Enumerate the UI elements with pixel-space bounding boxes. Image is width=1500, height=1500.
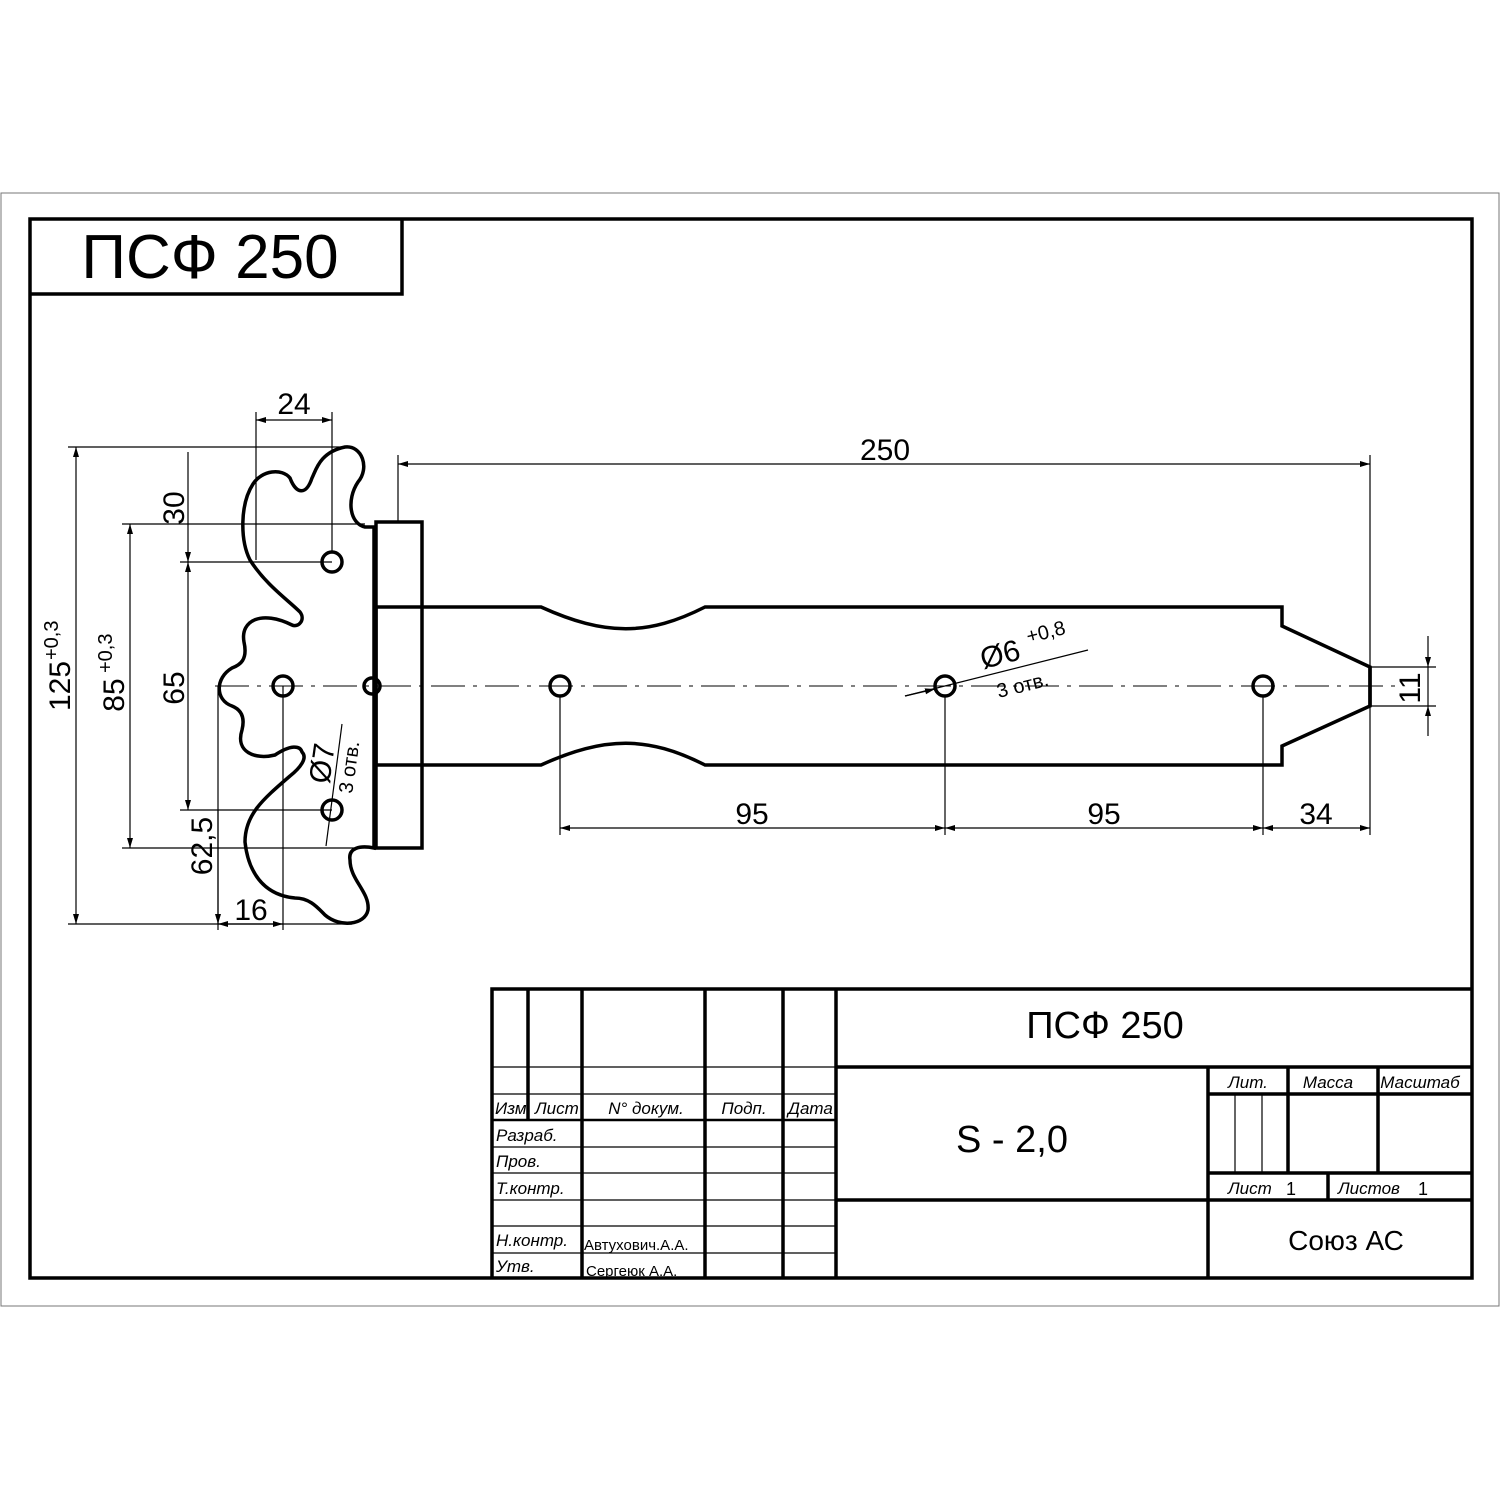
stamp-designation: ПСФ 250 xyxy=(1026,1005,1184,1047)
dim-65: 65 xyxy=(158,671,191,704)
dim-34: 34 xyxy=(1299,798,1332,831)
stamp-role-nkontr: Н.контр. xyxy=(496,1231,568,1250)
stamp-organization: Союз АС xyxy=(1288,1225,1404,1256)
stamp-material: S - 2,0 xyxy=(956,1119,1068,1161)
hinge-knuckle xyxy=(374,520,424,850)
stamp-name-nkontr: Автухович.А.А. xyxy=(584,1237,689,1254)
dim-30: 30 xyxy=(158,491,191,524)
stamp-header-doc: N° докум. xyxy=(608,1099,684,1118)
stamp-header-sign: Подп. xyxy=(721,1099,766,1118)
dim-11: 11 xyxy=(1394,672,1427,703)
title-block: Изм Лист N° докум. Подп. Дата Разраб. Пр… xyxy=(490,987,1472,1280)
stamp-masshtab-label: Масштаб xyxy=(1380,1073,1461,1092)
hole-d6-count: 3 отв. xyxy=(995,669,1051,703)
stamp-lit-label: Лит. xyxy=(1227,1073,1268,1092)
sheet-trim-border xyxy=(0,192,1500,1307)
stamp-role-utv: Утв. xyxy=(495,1257,535,1276)
stamp-role-prov: Пров. xyxy=(496,1152,541,1171)
dimensions: 24 250 125 +0,3 85 +0,3 30 65 xyxy=(41,388,1436,930)
hole-d7-label: Ø7 xyxy=(303,741,341,785)
stamp-header-izm: Изм xyxy=(495,1099,527,1118)
stamp-sheets-value: 1 xyxy=(1418,1179,1428,1199)
flower-head-outline xyxy=(217,445,376,925)
title-box-text: ПСФ 250 xyxy=(81,223,338,292)
stamp-sheet-label: Лист xyxy=(1227,1179,1272,1198)
hole-d6-tol: +0,8 xyxy=(1024,617,1068,648)
dim-95-a: 95 xyxy=(735,798,768,831)
dim-250: 250 xyxy=(860,434,910,467)
dim-24: 24 xyxy=(277,388,310,421)
stamp-header-date: Дата xyxy=(786,1099,833,1118)
dim-125: 125 xyxy=(44,661,77,711)
stamp-header-list: Лист xyxy=(534,1099,579,1118)
stamp-name-utv: Сергеюк А.А. xyxy=(586,1263,677,1280)
stamp-role-tkontr: Т.контр. xyxy=(496,1179,565,1198)
part-outline xyxy=(215,445,1395,925)
drawing-frame xyxy=(28,217,1474,1280)
stamp-role-razrab: Разраб. xyxy=(496,1126,558,1145)
stamp-sheets-label: Листов xyxy=(1337,1179,1400,1198)
hole-d6-label: Ø6 xyxy=(977,634,1024,676)
dim-95-b: 95 xyxy=(1087,798,1120,831)
dim-125-tol: +0,3 xyxy=(41,621,63,660)
title-box xyxy=(30,219,404,296)
dim-85-tol: +0,3 xyxy=(95,634,117,673)
hole-knuckle xyxy=(362,676,382,696)
dim-16: 16 xyxy=(234,894,267,927)
dim-62-5: 62,5 xyxy=(186,817,219,875)
stamp-sheet-value: 1 xyxy=(1286,1179,1296,1199)
stamp-massa-label: Масса xyxy=(1303,1073,1353,1092)
dim-85: 85 xyxy=(98,678,131,711)
